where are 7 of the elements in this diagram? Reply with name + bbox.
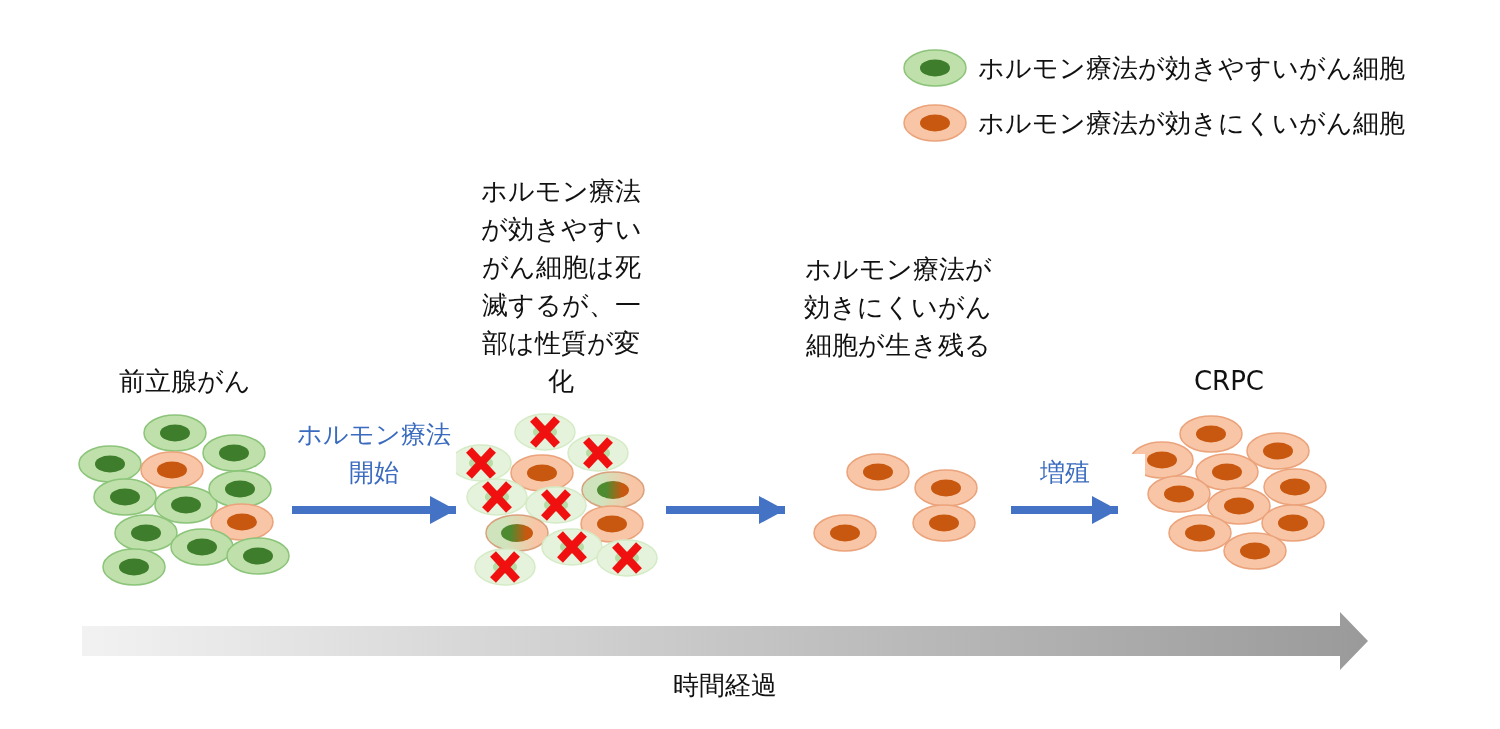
- stage-heading: CRPC: [1192, 365, 1266, 398]
- axis-label: 時間経過: [672, 669, 778, 702]
- stage-heading: ホルモン療法が効きにくいがん細胞が生き残る: [803, 253, 993, 362]
- stage-heading: 前立腺がん: [118, 365, 252, 398]
- legend-label: ホルモン療法が効きやすいがん細胞: [978, 52, 1405, 85]
- stage-heading: ホルモン療法が効きやすいがん細胞は死滅するが、一部は性質が変化: [479, 175, 643, 398]
- legend-label: ホルモン療法が効きにくいがん細胞: [978, 107, 1405, 140]
